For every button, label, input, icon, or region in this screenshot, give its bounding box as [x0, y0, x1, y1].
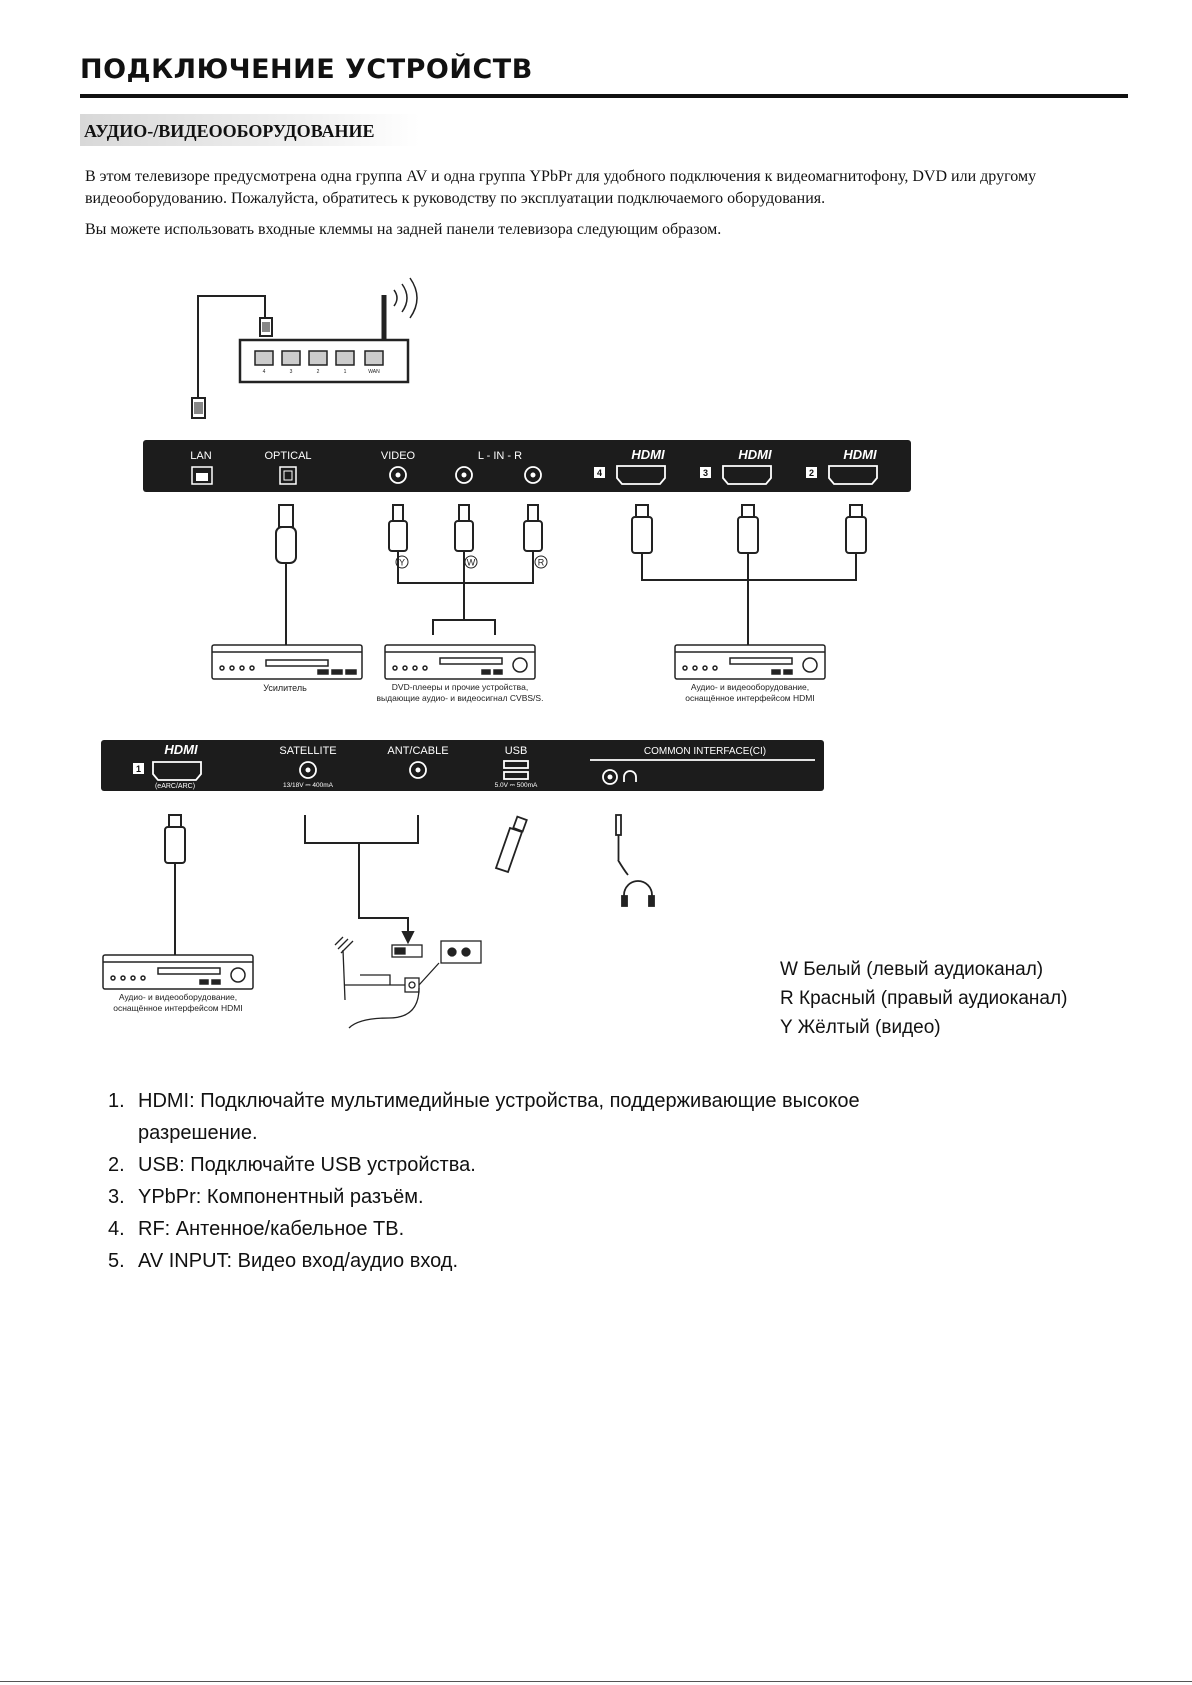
antenna-cable	[304, 815, 419, 945]
usb-port-icon	[503, 771, 529, 780]
tv-panel-bottom: HDMI (eARC/ARC) SATELLITE 13/18V ⎓ 400mA…	[101, 740, 824, 791]
connection-diagram: 4 3 2 1 WAN LAN OPTICAL VIDEO L - IN - R…	[101, 277, 911, 1029]
hdmi-earc-label: (eARC/ARC)	[155, 783, 195, 790]
hdmi-arc-device-label-2: оснащённое интерфейсом HDMI	[113, 1003, 242, 1013]
hdmi-port-2: 2	[806, 465, 878, 485]
router-icon: 4 3 2 1 WAN	[191, 277, 418, 419]
usb-port-icon	[503, 760, 529, 769]
dvd-device	[384, 644, 536, 680]
headphone-symbol-icon	[623, 770, 637, 782]
svg-text:4: 4	[597, 468, 602, 478]
ci-label: COMMON INTERFACE(CI)	[644, 746, 766, 757]
dvd-label-1: DVD-плееры и прочие устройства,	[392, 682, 528, 692]
router-port-label: 3	[290, 369, 293, 375]
intro-paragraph: В этом телевизоре предусмотрена одна гру…	[85, 168, 1037, 207]
list-item-number: 4.	[108, 1218, 125, 1240]
router-port-label: WAN	[368, 369, 380, 375]
satellite-label: SATELLITE	[279, 745, 336, 757]
usb-sub-label: 5.0V ⎓ 500mA	[495, 782, 538, 789]
list-item-number: 5.	[108, 1250, 125, 1272]
video-label: VIDEO	[381, 450, 416, 462]
section-heading-text: АУДИО-/ВИДЕООБОРУДОВАНИЕ	[84, 121, 375, 141]
list-item: 2. USB: Подключайте USB устройства.	[108, 1149, 860, 1181]
optical-port-icon	[279, 466, 297, 485]
notes-list: 1. HDMI: Подключайте мультимедийные устр…	[108, 1085, 860, 1277]
hdmi-cables	[631, 504, 867, 645]
audio-l-port-icon	[455, 466, 473, 484]
dvd-label-2: выдающие аудио- и видеосигнал CVBS/S.	[377, 693, 544, 703]
usb-stick-icon	[494, 815, 528, 874]
amplifier-device	[211, 644, 363, 680]
hdmi-logo: HDMI	[164, 742, 198, 757]
bottom-rule	[0, 1681, 1192, 1682]
svg-text:3: 3	[703, 468, 708, 478]
hdmi-arc-device	[102, 954, 254, 990]
hdmi-logo: HDMI	[843, 447, 877, 462]
ant-cable-label: ANT/CABLE	[387, 745, 448, 757]
list-item: 1. HDMI: Подключайте мультимедийные устр…	[108, 1085, 860, 1149]
list-item: 5. AV INPUT: Видео вход/аудио вход.	[108, 1245, 860, 1277]
router-port-label: 4	[263, 369, 266, 375]
tv-panel-top: LAN OPTICAL VIDEO L - IN - R HDMI HDMI H…	[143, 440, 911, 492]
list-item-text-cont: разрешение.	[138, 1122, 258, 1144]
list-item-number: 3.	[108, 1186, 125, 1208]
title-rule	[80, 94, 1128, 98]
section-heading: АУДИО-/ВИДЕООБОРУДОВАНИЕ	[80, 114, 420, 146]
headphones-icon	[615, 814, 655, 907]
legend-item: W Белый (левый аудиоканал)	[780, 959, 1044, 980]
hdmi-av-label-1: Аудио- и видеооборудование,	[691, 682, 809, 692]
rca-cables	[388, 504, 543, 635]
list-item-text: AV INPUT: Видео вход/аудио вход.	[138, 1250, 459, 1272]
color-legend: W Белый (левый аудиоканал) R Красный (пр…	[780, 955, 1067, 1042]
hdmi-logo: HDMI	[738, 447, 772, 462]
hdmi-arc-device-label-1: Аудио- и видеооборудование,	[119, 992, 237, 1002]
audio-r-port-icon	[524, 466, 542, 484]
optical-label: OPTICAL	[264, 450, 311, 462]
list-item-number: 1.	[108, 1090, 125, 1112]
legend-item: R Красный (правый аудиоканал)	[780, 988, 1068, 1009]
satellite-port-icon	[299, 761, 317, 779]
video-port-icon	[389, 466, 407, 484]
router-port-label: 2	[317, 369, 320, 375]
hdmi-port-1-icon	[152, 761, 202, 781]
intro-paragraph-2: Вы можете использовать входные клеммы на…	[85, 221, 722, 238]
optical-cable	[275, 504, 297, 645]
hdmi-arc-cable	[164, 814, 186, 955]
hdmi-port-3: 3	[700, 465, 772, 485]
router-port-label: 1	[344, 369, 347, 375]
list-item-text: RF: Антенное/кабельное ТВ.	[138, 1218, 405, 1240]
satellite-sub-label: 13/18V ⎓ 400mA	[283, 782, 334, 789]
antenna-splitter-icon	[334, 936, 482, 1029]
list-item: 3. YPbPr: Компонентный разъём.	[108, 1181, 860, 1213]
usb-label: USB	[505, 745, 528, 757]
list-item-text: USB: Подключайте USB устройства.	[138, 1154, 476, 1176]
marker-w: W	[467, 558, 476, 568]
amplifier-label: Усилитель	[263, 683, 307, 693]
lan-label: LAN	[190, 450, 211, 462]
page-title: ПОДКЛЮЧЕНИЕ УСТРОЙСТВ	[80, 54, 533, 85]
legend-item: Y Жёлтый (видео)	[780, 1017, 941, 1038]
svg-text:2: 2	[809, 468, 814, 478]
hdmi-port-4: 4	[594, 465, 666, 485]
marker-r: R	[538, 558, 545, 568]
hdmi-logo: HDMI	[631, 447, 665, 462]
hdmi-av-label-2: оснащённое интерфейсом HDMI	[685, 693, 814, 703]
hdmi-av-device	[674, 644, 826, 680]
marker-y: Y	[399, 558, 405, 568]
hdmi-port-1: 1	[136, 764, 141, 774]
list-item-text: HDMI: Подключайте мультимедийные устройс…	[138, 1090, 860, 1112]
list-item-number: 2.	[108, 1154, 125, 1176]
list-item-text: YPbPr: Компонентный разъём.	[138, 1186, 424, 1208]
audio-in-label: L - IN - R	[478, 450, 522, 462]
ant-port-icon	[409, 761, 427, 779]
list-item: 4. RF: Антенное/кабельное ТВ.	[108, 1213, 860, 1245]
headphone-port-icon	[602, 769, 618, 785]
lan-port-icon	[191, 466, 213, 485]
